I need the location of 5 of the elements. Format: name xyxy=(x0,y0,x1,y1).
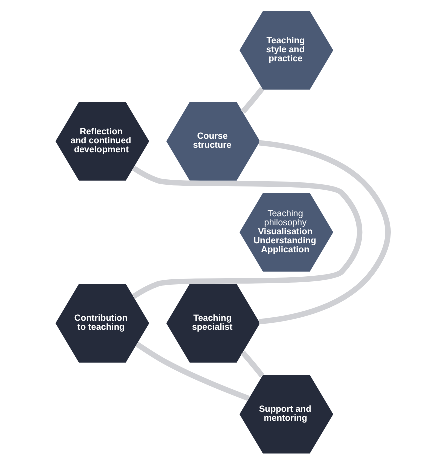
connector xyxy=(258,140,390,325)
connector xyxy=(132,166,362,300)
connector xyxy=(135,342,250,402)
connector xyxy=(240,350,264,378)
connector xyxy=(240,87,264,114)
